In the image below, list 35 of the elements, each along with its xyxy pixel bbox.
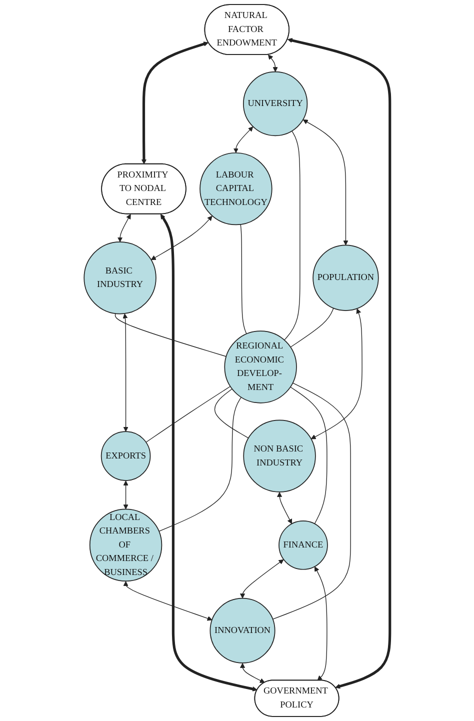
arrow xyxy=(122,314,128,432)
node-circle: REGIONAL ECONOMIC DEVELOP- MENT xyxy=(224,330,297,404)
connector xyxy=(272,382,351,620)
connector xyxy=(114,313,227,357)
connector xyxy=(284,130,300,340)
arrow xyxy=(233,126,254,154)
arrow xyxy=(310,308,362,440)
arrow xyxy=(123,480,128,510)
node-circle: FINANCE xyxy=(278,520,328,570)
connector xyxy=(290,386,328,524)
node-circle: POPULATION xyxy=(312,244,379,311)
connector xyxy=(240,224,247,334)
arrow xyxy=(287,38,392,689)
arrow xyxy=(141,42,208,164)
arrow xyxy=(302,120,348,246)
arrow xyxy=(150,216,212,260)
arrow xyxy=(240,662,265,683)
node-circle: INNOVATION xyxy=(210,598,276,664)
arrow xyxy=(314,566,328,681)
arrow xyxy=(123,581,212,621)
arrow xyxy=(277,492,292,524)
connector xyxy=(214,388,249,438)
connector xyxy=(290,308,334,348)
arrow xyxy=(240,559,284,599)
arrow xyxy=(118,214,131,242)
node-circle: LABOUR CAPITAL TECHNOLOGY xyxy=(200,152,272,226)
node-circle: BASIC INDUSTRY xyxy=(84,242,156,314)
node-circle: LOCAL CHAMBERS OF COMMERCE / BUSINESS xyxy=(89,508,162,582)
connector xyxy=(146,386,231,443)
connector xyxy=(158,396,242,532)
arrow xyxy=(160,214,258,692)
node-circle: EXPORTS xyxy=(100,431,151,481)
arrow xyxy=(268,54,278,72)
node-circle: UNIVERSITY xyxy=(242,71,308,136)
node-circle: NON BASIC INDUSTRY xyxy=(243,420,316,492)
